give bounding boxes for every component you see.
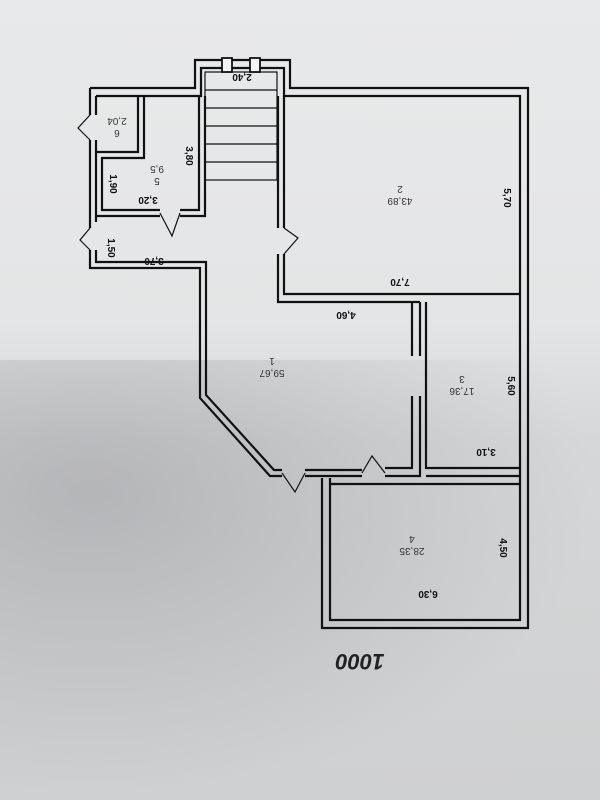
page-number: 1000 (335, 649, 385, 674)
dim-room2-width: 7,70 (390, 276, 410, 287)
dim-room3-width: 3,10 (476, 446, 496, 457)
dim-room3-height: 5,60 (505, 376, 516, 396)
room-3-area: 17,36 (449, 385, 474, 396)
dim-room4-height: 4,50 (497, 538, 508, 558)
dim-hall-mid: 4,60 (336, 309, 356, 320)
room-1-area: 59,67 (259, 367, 284, 378)
room-5-area: 9,5 (150, 163, 164, 174)
room-5-id: 5 (154, 175, 160, 186)
dim-room5-height: 3,80 (183, 146, 194, 166)
dim-room5-left: 1,90 (107, 174, 118, 194)
interior-walls (96, 96, 520, 486)
room-2-id: 2 (397, 183, 403, 194)
dim-room5-bottom: 3,20 (138, 194, 158, 205)
room-6-id: 6 (114, 127, 120, 138)
dimension-labels: 2,40 3,80 1,90 3,20 1,50 3,70 7,70 5,70 … (105, 71, 516, 599)
photo-shadow (0, 360, 600, 800)
dim-entry-left: 1,50 (105, 238, 116, 258)
room-6-area: 2,04 (107, 115, 127, 126)
room-3-id: 3 (459, 373, 465, 384)
dim-top-stair: 2,40 (232, 71, 252, 82)
dim-room2-height: 5,70 (501, 188, 512, 208)
outer-walls (88, 58, 530, 630)
room-2-area: 43,89 (387, 195, 412, 206)
room-1-id: 1 (269, 355, 275, 366)
room-labels: 6 2,04 5 9,5 43,89 2 59,67 1 17,36 3 28,… (107, 115, 475, 556)
dim-entry-bottom: 3,70 (144, 255, 164, 266)
doors (77, 114, 386, 494)
room-4-area: 28,35 (399, 545, 424, 556)
room-4-id: 4 (409, 533, 415, 544)
dim-room4-width: 6,30 (418, 588, 438, 599)
